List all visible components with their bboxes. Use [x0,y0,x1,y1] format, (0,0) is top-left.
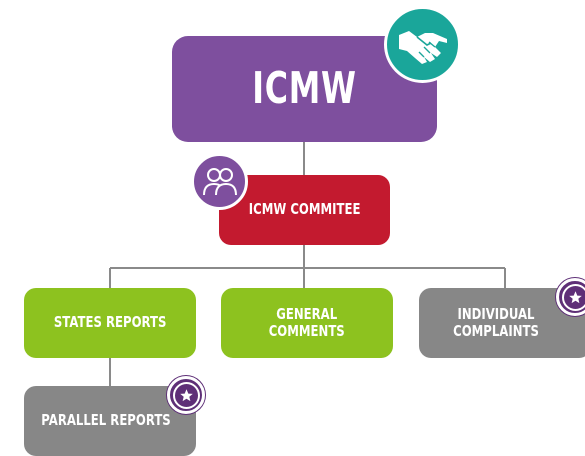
general-comments-line-1: GENERAL [276,304,338,323]
people-icon [202,167,237,195]
star-badge-individual [556,278,585,316]
star-badge-parallel [167,376,205,414]
handshake-icon [398,30,447,64]
icmw-root-label: ICMW [252,62,357,114]
general-comments-line-2: COMMENTS [268,322,345,340]
people-badge [191,153,248,210]
individual-complaints-line-2: COMPLAINTS [453,322,539,340]
states-reports-box: STATES REPORTS [24,288,196,358]
general-comments-box: GENERAL COMMENTS [221,288,393,358]
individual-complaints-box: INDIVIDUAL COMPLAINTS [419,288,585,358]
individual-complaints-line-1: INDIVIDUAL [457,304,535,323]
icmw-committee-label: ICMW COMMITEE [248,200,361,219]
star-icon [179,388,193,401]
parallel-reports-label: PARALLEL REPORTS [41,411,171,430]
handshake-badge [384,6,461,83]
star-icon [568,290,582,303]
states-reports-label: STATES REPORTS [53,313,167,332]
